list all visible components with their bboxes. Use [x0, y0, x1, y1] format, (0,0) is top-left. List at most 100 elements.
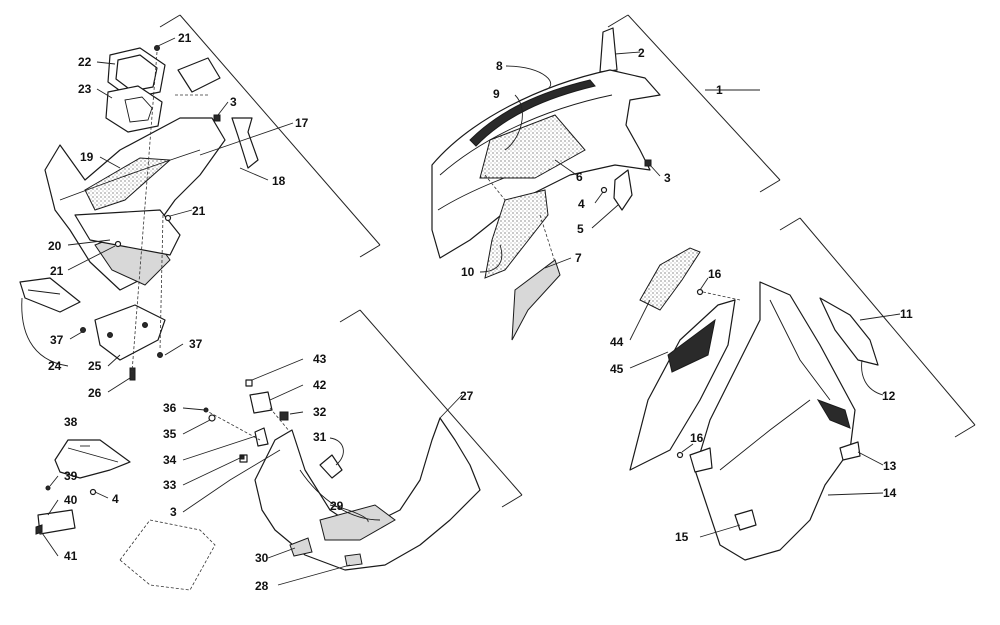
- part-17-contour: [59, 149, 201, 201]
- bracket-tick-1a: [607, 14, 629, 28]
- bracket-tick-1b: [759, 179, 781, 193]
- assembly-line-g: [204, 409, 261, 441]
- bracket-tick-11b: [954, 424, 976, 438]
- callout-12: 12: [882, 389, 896, 403]
- part-16-bracket: [689, 447, 713, 473]
- assembly-group-17: [19, 14, 381, 381]
- part-21-fastener-c: [114, 240, 122, 248]
- part-13-grommet: [839, 441, 861, 461]
- part-17-inner: [74, 209, 181, 256]
- part-10-foam: [484, 189, 549, 279]
- part-38-contour: [67, 447, 119, 463]
- callout-21-left: 21: [50, 264, 64, 278]
- part-23-gasket: [105, 85, 163, 133]
- callout-22: 22: [78, 55, 92, 69]
- callout-31: 31: [313, 430, 327, 444]
- part-32-switch: [279, 411, 289, 421]
- callout-1: 1: [716, 83, 723, 97]
- assembly-group-27: [119, 309, 523, 591]
- bracket-tick-27a: [339, 309, 361, 323]
- part-37-fastener-a: [80, 327, 86, 333]
- part-25-hole-a: [107, 332, 113, 338]
- part-35-washer: [208, 414, 216, 422]
- callout-45: 45: [610, 362, 624, 376]
- callout-21-right: 21: [192, 204, 206, 218]
- part-24-cover: [19, 277, 81, 313]
- part-16-fastener-a: [696, 288, 704, 296]
- callout-16-bottom: 16: [690, 431, 704, 445]
- callout-8: 8: [496, 59, 503, 73]
- bracket-tick-17a: [159, 14, 181, 28]
- part-31-knob: [319, 454, 343, 479]
- callout-3-bottom: 3: [170, 505, 177, 519]
- part-34-connector: [254, 427, 269, 447]
- part-2-trim: [599, 27, 618, 73]
- part-15-grommet: [734, 509, 757, 531]
- part-28-plug: [344, 553, 363, 567]
- assembly-line-h: [269, 407, 291, 433]
- part-22-gasket-inner: [115, 54, 158, 92]
- callout-40: 40: [64, 493, 78, 507]
- callout-4-bottom: 4: [112, 492, 119, 506]
- part-26-pin: [129, 367, 136, 381]
- part-25-panel: [94, 304, 166, 361]
- assembly-line-d: [131, 51, 158, 373]
- part-18-vent: [231, 117, 259, 169]
- assembly-group-11: [629, 217, 976, 561]
- part-4-screw-b: [89, 488, 97, 496]
- bracket-line-11: [799, 217, 976, 426]
- part-45-opening: [667, 318, 716, 373]
- part-16-fastener-b: [676, 451, 684, 459]
- leader-lines: [21, 37, 901, 586]
- part-39-screw: [45, 485, 51, 491]
- callout-23: 23: [78, 82, 92, 96]
- assembly-line-e: [159, 214, 164, 351]
- bracket-line-17: [179, 14, 381, 246]
- bracket-tick-27b: [501, 494, 523, 508]
- callout-29: 29: [330, 499, 344, 513]
- part-27-ghost-outline: [119, 519, 216, 591]
- callout-21-top: 21: [178, 31, 192, 45]
- callout-18: 18: [272, 174, 286, 188]
- assembly-line-f: [702, 291, 741, 301]
- assembly-line-b: [539, 214, 556, 263]
- callout-15: 15: [675, 530, 689, 544]
- part-29-mat: [319, 504, 396, 541]
- part-42-bezel: [249, 391, 273, 414]
- assembly-line-a: [484, 174, 506, 201]
- bracket-tick-17b: [359, 244, 381, 258]
- callout-7: 7: [575, 251, 582, 265]
- callout-37-left: 37: [50, 333, 64, 347]
- callout-41: 41: [64, 549, 78, 563]
- part-43-clip: [245, 379, 253, 387]
- part-17-upper-console: [44, 117, 226, 291]
- part-3-fastener-a: [644, 159, 652, 167]
- callout-13: 13: [883, 459, 897, 473]
- callout-44: 44: [610, 335, 624, 349]
- part-3-fastener-b: [213, 114, 221, 122]
- callout-19: 19: [80, 150, 94, 164]
- callout-9: 9: [493, 87, 500, 101]
- part-44-grille: [639, 247, 701, 311]
- callout-17: 17: [295, 116, 309, 130]
- bracket-line-1: [627, 14, 781, 181]
- callout-27: 27: [460, 389, 474, 403]
- bracket-tick-11a: [779, 217, 801, 231]
- callout-39: 39: [64, 469, 78, 483]
- part-19-foam: [84, 157, 172, 211]
- part-40-module: [37, 509, 76, 535]
- callout-3-top-right: 3: [664, 171, 671, 185]
- callout-11: 11: [900, 307, 913, 321]
- callout-6: 6: [576, 170, 583, 184]
- callout-numbers: 1 2 8 9 6 3 4 5 10 7 11 12 13 14 15 16 1…: [48, 31, 913, 593]
- part-25-hole-b: [142, 322, 148, 328]
- callout-28: 28: [255, 579, 269, 593]
- callout-4-top: 4: [578, 197, 585, 211]
- callout-24: 24: [48, 359, 62, 373]
- callout-36: 36: [163, 401, 177, 415]
- bracket-line-27: [359, 309, 523, 496]
- callout-3-top-left: 3: [230, 95, 237, 109]
- part-4-screw-a: [600, 186, 608, 194]
